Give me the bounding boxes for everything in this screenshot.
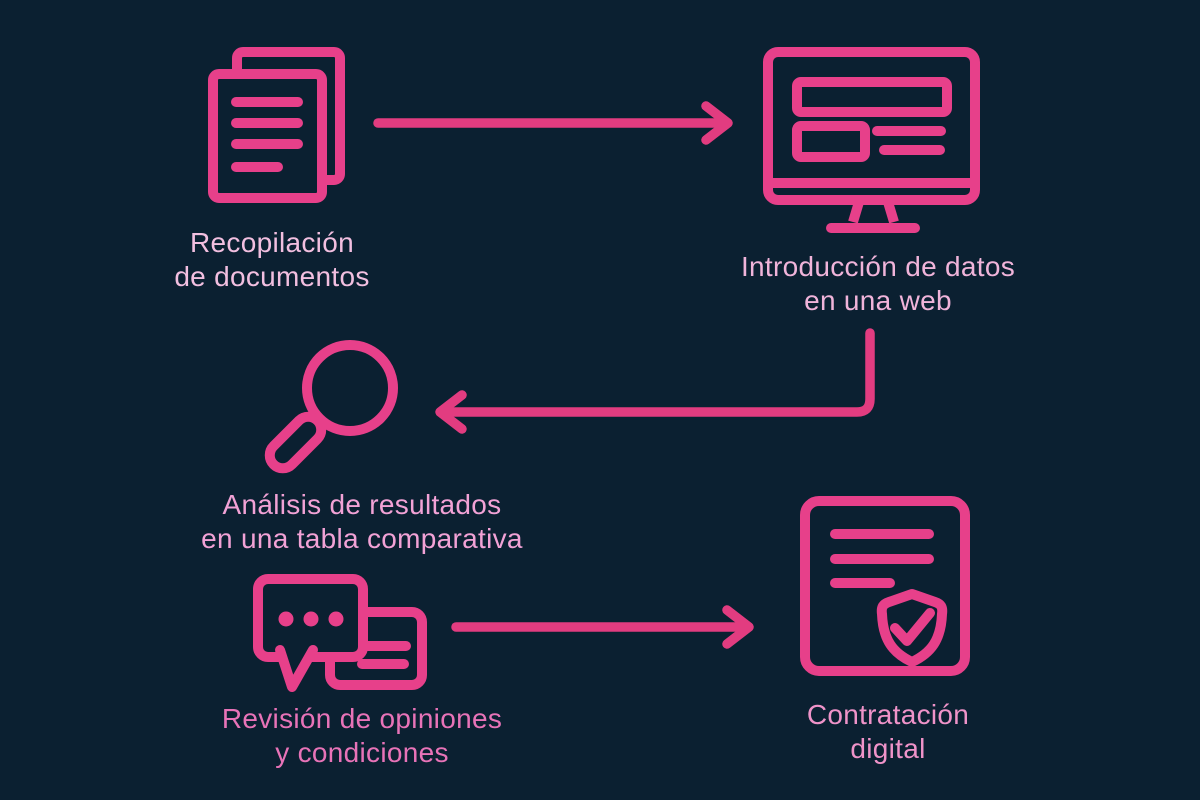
step-label-recopilacion: Recopilación de documentos [174, 227, 370, 292]
arrow-documents-to-monitor [373, 101, 733, 145]
step-label-introduccion: Introducción de datos en una web [740, 251, 1016, 316]
shield-document-icon [800, 496, 970, 676]
step-label-contratacion: Contratación digital [806, 699, 970, 764]
step-label-analisis: Análisis de resultados en una tabla comp… [201, 489, 523, 554]
chat-bubbles-icon [253, 574, 427, 692]
step-label-revision: Revisión de opiniones y condiciones [221, 703, 503, 768]
arrow-chat-to-contract [451, 605, 754, 649]
monitor-icon [763, 47, 980, 233]
arrow-monitor-to-magnifier [435, 328, 875, 434]
documents-icon [208, 47, 345, 203]
magnifier-icon [264, 340, 398, 474]
